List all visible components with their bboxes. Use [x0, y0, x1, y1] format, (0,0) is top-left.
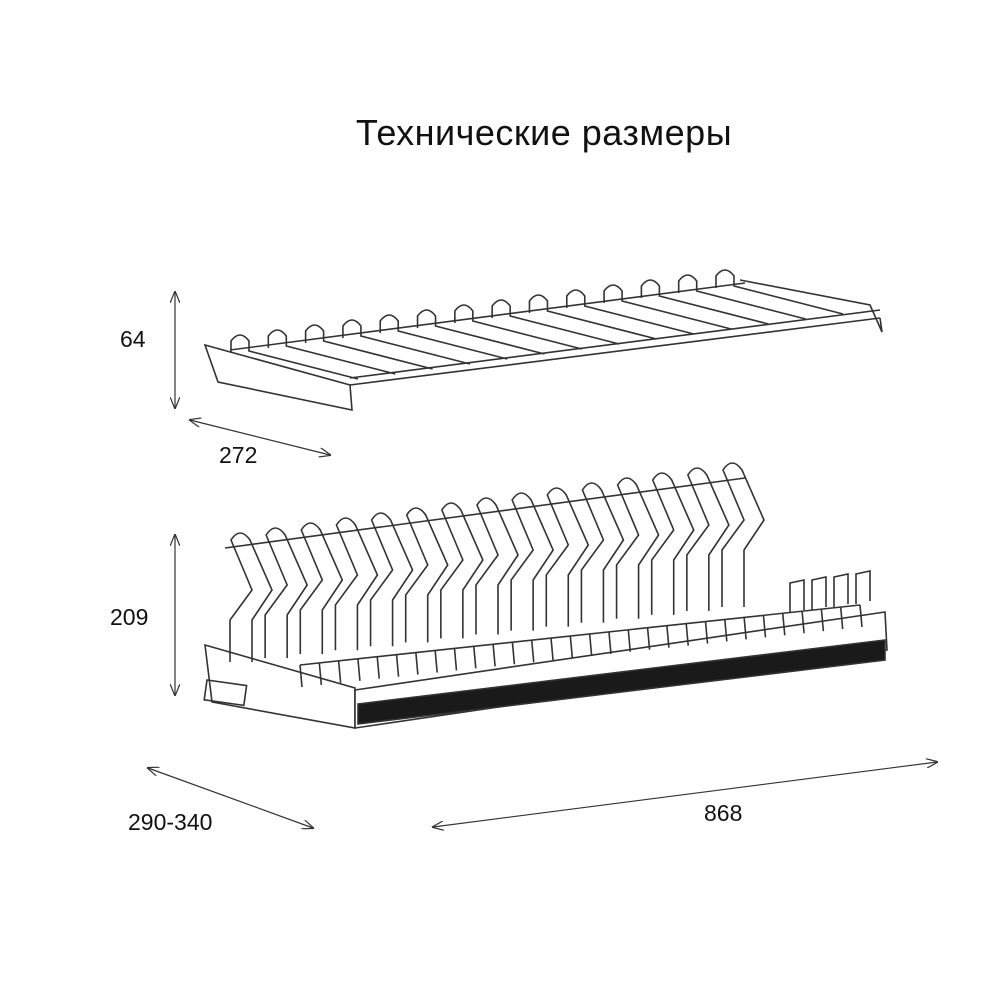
lower-wire-loop	[229, 532, 273, 662]
upper-wire-loop	[603, 284, 732, 330]
upper-depth-label: 272	[219, 442, 258, 468]
upper-wire-loop	[342, 319, 471, 365]
lower-base-wire	[318, 662, 323, 686]
lower-wire-loop	[580, 482, 625, 623]
lower-latch	[203, 679, 248, 707]
lower-wire-loop	[334, 517, 379, 651]
lower-wire-loop	[299, 522, 344, 655]
upper-wire-loop	[565, 289, 694, 335]
lower-base-wire	[801, 611, 805, 634]
lower-base-wire	[569, 635, 574, 659]
lower-small-loop	[855, 570, 871, 604]
lower-wire-loop	[510, 492, 555, 631]
lower-base-wire	[820, 609, 825, 632]
page-title: Технические размеры	[355, 112, 733, 153]
upper-wire-loop	[304, 324, 433, 370]
upper-wire-loop	[640, 279, 769, 325]
upper-wire-loop	[267, 329, 396, 375]
upper-wire-loop	[528, 294, 657, 340]
lower-base-wire	[299, 664, 303, 688]
width-dimension-line	[433, 762, 937, 827]
lower-wire-loop	[264, 527, 309, 659]
lower-base-wire	[588, 633, 593, 657]
lower-small-loop	[833, 573, 849, 607]
lower-base-wire	[646, 627, 651, 650]
lower-base-wire	[511, 642, 516, 665]
upper-height-label: 64	[120, 326, 146, 352]
lower-base-wire	[395, 654, 400, 677]
lower-left-bracket	[204, 643, 356, 729]
lower-base-wire	[724, 619, 728, 642]
upper-wire-loop	[677, 274, 806, 320]
lower-base-wire	[434, 650, 438, 673]
upper-depth-dimension-line	[190, 420, 330, 455]
lower-wire-loop	[545, 487, 590, 627]
lower-base-wire	[743, 617, 747, 640]
lower-base-wire	[337, 660, 342, 683]
lower-base-wire	[685, 623, 690, 646]
lower-base-wire	[608, 631, 612, 654]
lower-small-loop	[811, 576, 827, 610]
upper-front-rail	[349, 317, 881, 386]
upper-wire-loop	[491, 299, 620, 345]
lower-base-wire	[666, 625, 670, 648]
upper-left-bracket	[203, 343, 353, 412]
upper-rack	[203, 269, 883, 412]
lower-wire-loop	[686, 467, 730, 611]
lower-wire-loop	[650, 472, 695, 615]
upper-front-rail-inner	[349, 309, 881, 379]
upper-wire-loop	[416, 309, 545, 355]
upper-wire-loop	[454, 304, 583, 350]
lower-top-rail	[224, 477, 746, 549]
lower-small-loop	[789, 579, 805, 613]
lower-base-wire	[530, 640, 535, 663]
lower-base-wire	[415, 652, 419, 675]
upper-wire-loop	[715, 269, 844, 315]
lower-base-wire	[781, 613, 786, 636]
lower-base-wire	[376, 656, 381, 679]
upper-right-bracket	[739, 279, 883, 333]
lower-depth-dimension-line	[148, 768, 313, 828]
lower-base-wire	[453, 648, 458, 671]
lower-rack	[203, 462, 888, 729]
lower-base-wire	[839, 606, 844, 630]
lower-base-wire	[357, 658, 361, 681]
upper-wire-loop	[230, 334, 359, 380]
lower-base-wire	[859, 604, 863, 628]
lower-base-wire	[704, 621, 709, 644]
lower-base-wire	[762, 615, 767, 638]
lower-wire-loop	[475, 497, 519, 635]
lower-base-wire	[550, 638, 554, 661]
lower-wire-loop	[404, 507, 449, 643]
lower-base-wire	[627, 629, 632, 652]
upper-wire-loop	[379, 314, 508, 360]
lower-depth-label: 290-340	[128, 809, 213, 835]
lower-wire-loop	[369, 512, 414, 647]
lower-tray-front-bar	[357, 639, 886, 725]
lower-wire-loop	[721, 462, 765, 607]
lower-wire-loop	[440, 502, 484, 639]
lower-base-rail	[299, 604, 861, 666]
lower-height-label: 209	[110, 604, 149, 630]
lower-wire-loop	[615, 477, 660, 619]
lower-base-wire	[472, 646, 477, 669]
lower-base-wire	[492, 644, 496, 667]
width-label: 868	[704, 800, 743, 826]
